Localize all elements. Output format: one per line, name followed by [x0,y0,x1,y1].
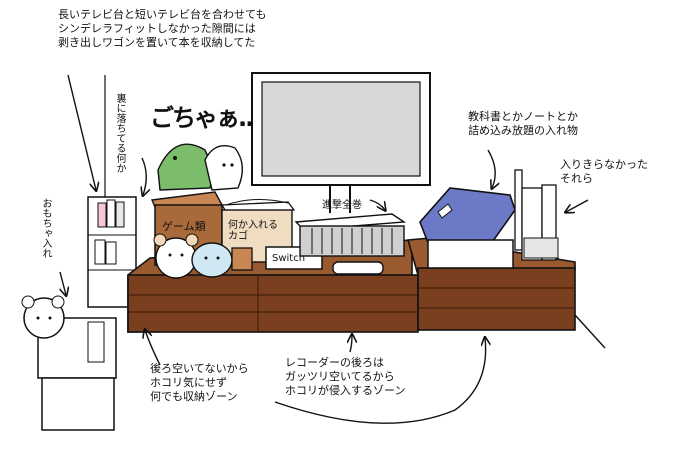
manga-box [294,213,407,257]
note-toy-storage: おもちゃ入れ [40,198,51,258]
television [251,72,431,213]
label-basket: 何か入れる カゴ [228,220,278,242]
remote-control [332,261,384,275]
bear-plush [153,233,199,279]
label-switch: Switch [272,253,306,264]
overflow-books [514,169,559,261]
gap-arrow [67,74,96,190]
note-gap-wagon: 長いテレビ台と短いテレビ台を合わせても シンデレラフィットしなかった隙間には 剥… [58,8,267,49]
note-fallen-behind: 裏に落ちてる何か [114,93,125,173]
note-books-container: 教科書とかノートとか 詰め込み放題の入れ物 [468,110,578,137]
note-recorder-zone: レコーダーの後ろは ガッツリ空いてるから ホコリが侵入するゾーン [285,356,406,397]
note-overflow: 入りきらなかった それら [560,158,648,185]
label-games: ゲーム類 [162,220,206,233]
blue-storage-case [419,187,516,269]
note-left-zone: 後ろ空いてないから ホコリ気にせず 何でも収納ゾーン [150,362,249,403]
sfx-messy: ごちゃぁ.. [150,104,254,132]
blue-plush [191,242,233,278]
label-attack-titan: 進撃全巻 [322,200,362,211]
toy-bin [21,295,117,431]
ghost-plush [204,145,243,191]
frog-plush [157,143,213,191]
